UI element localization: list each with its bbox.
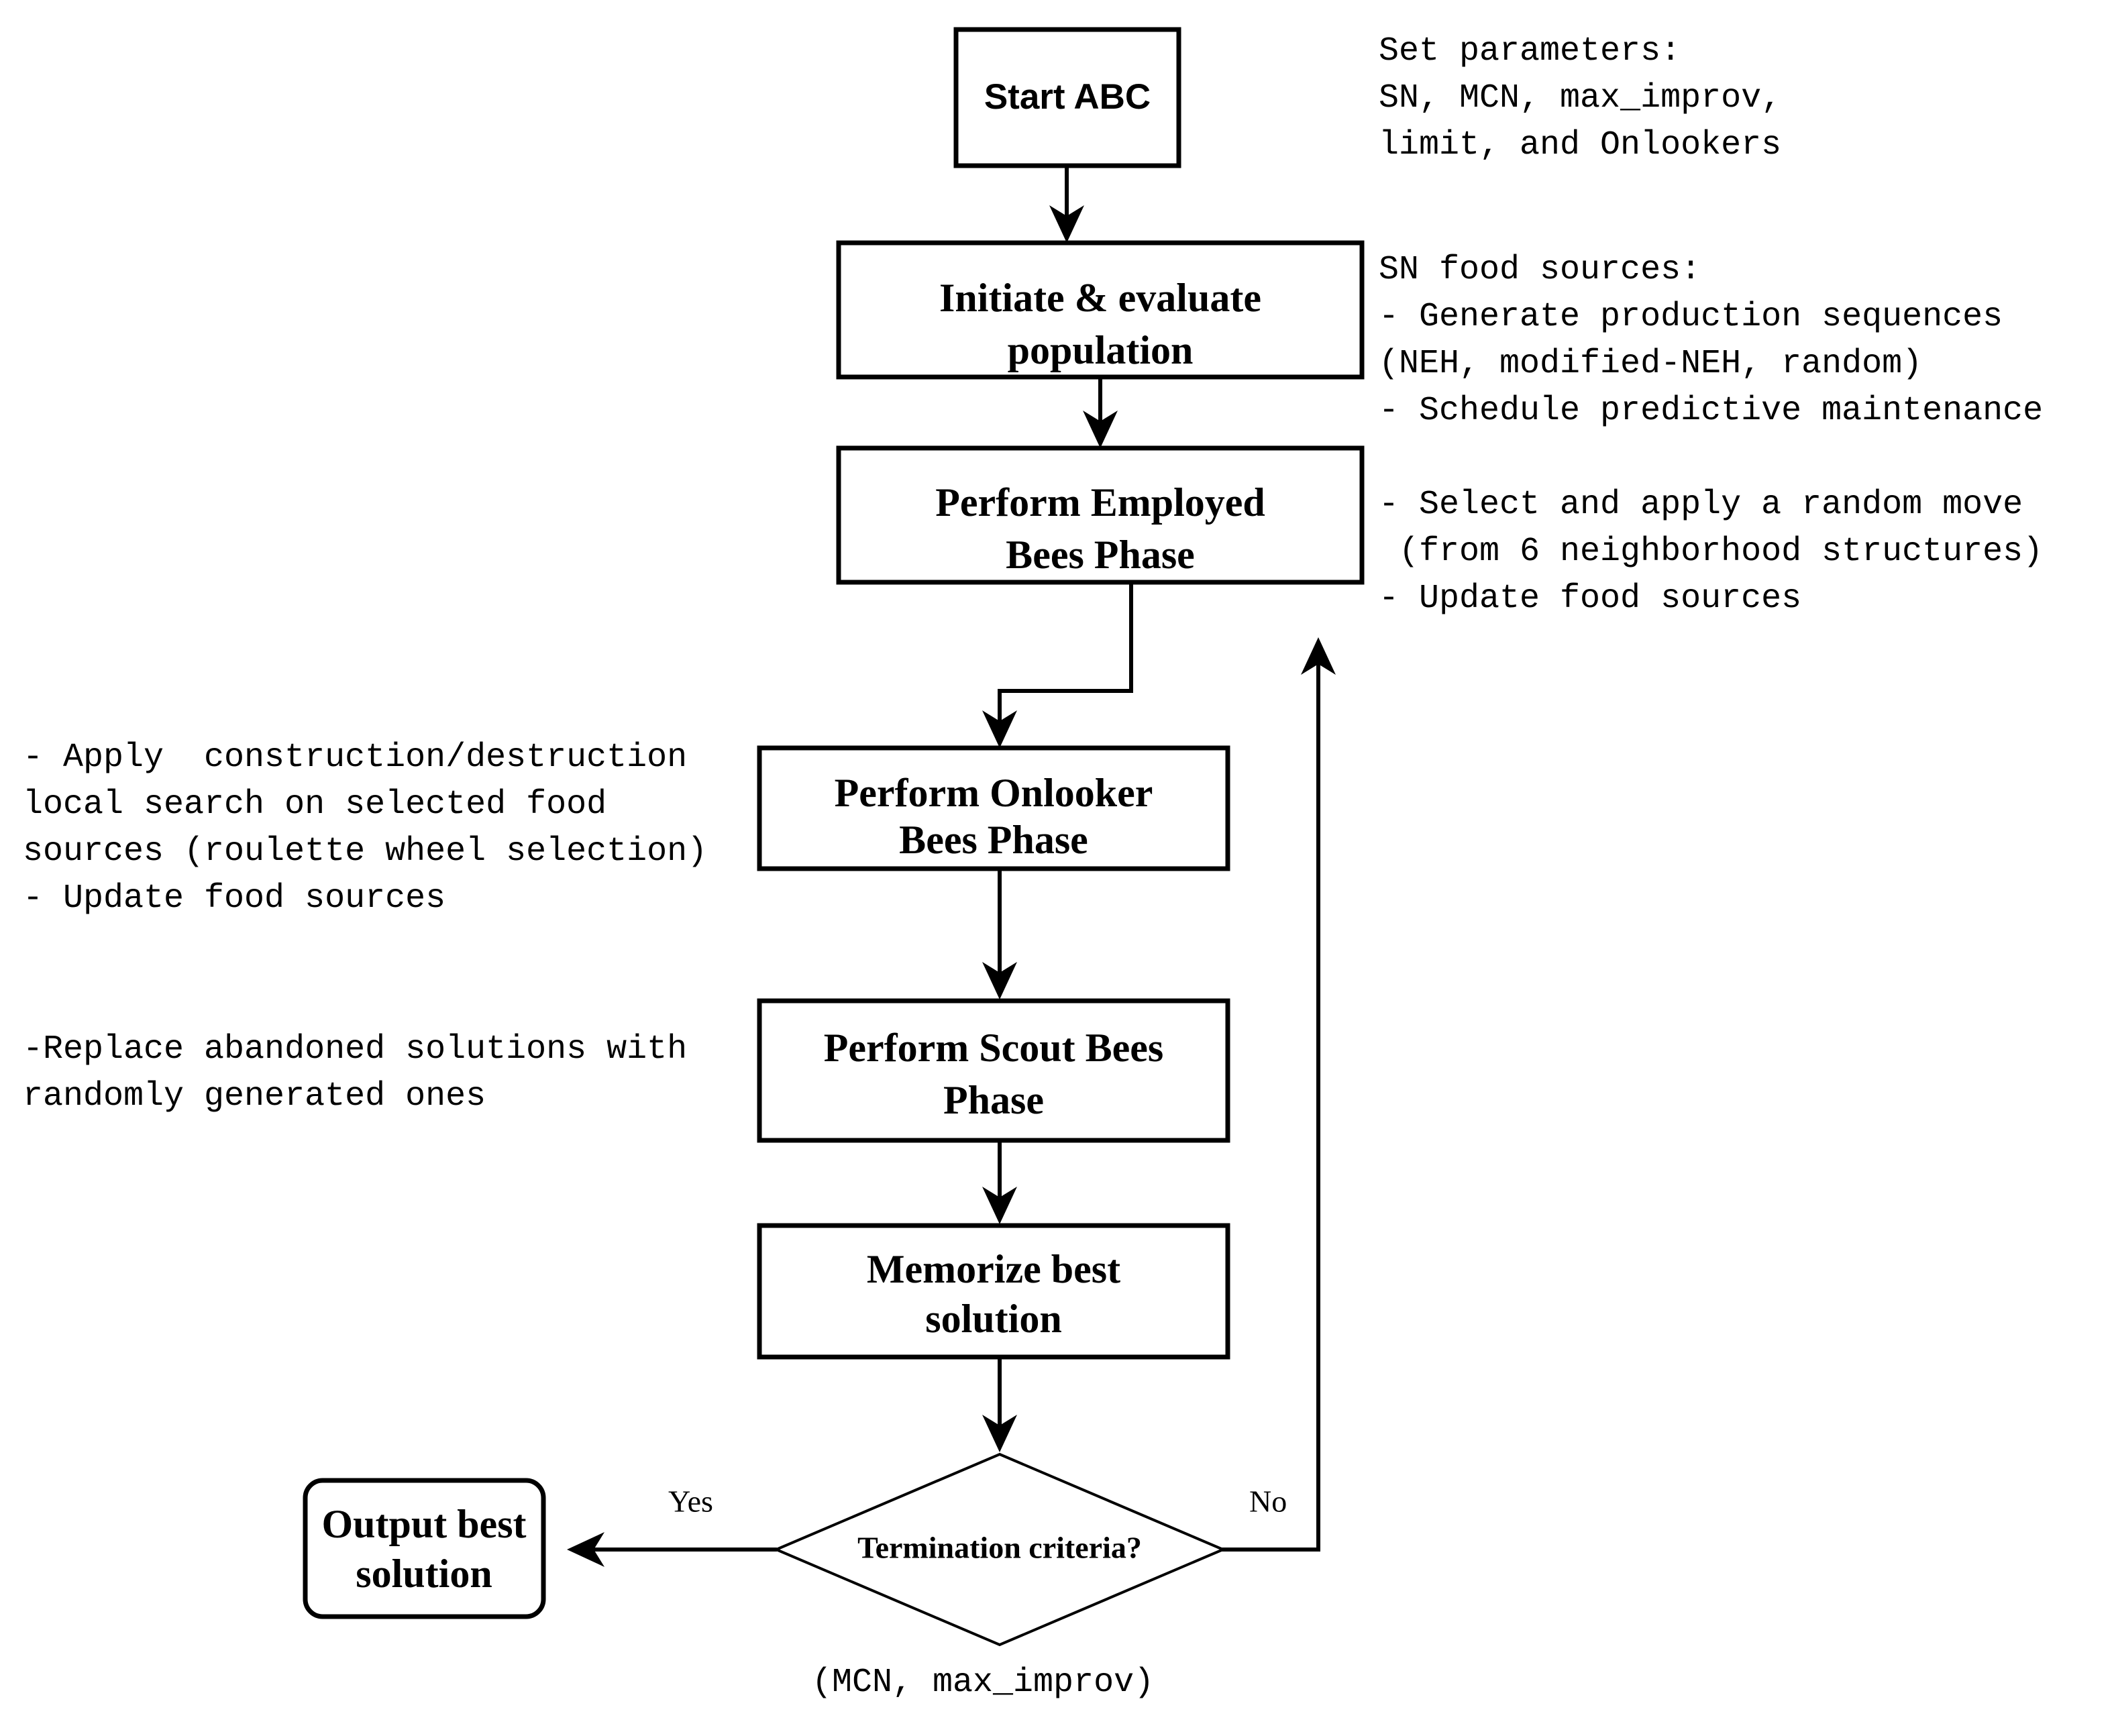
edge-decision-yes-to-output bbox=[567, 1532, 777, 1567]
node-initiate-label-line1: Initiate & evaluate bbox=[939, 276, 1261, 320]
node-memorize-label-line2: solution bbox=[925, 1297, 1061, 1341]
node-onlooker-label-line1: Perform Onlooker bbox=[835, 771, 1153, 815]
node-output-best-solution[interactable]: Output best solution bbox=[303, 1478, 546, 1619]
node-initiate-evaluate-population[interactable]: Initiate & evaluate population bbox=[836, 240, 1365, 380]
edge-start-to-initiate bbox=[1049, 166, 1084, 243]
node-scout-bees-phase[interactable]: Perform Scout Bees Phase bbox=[757, 998, 1230, 1143]
annotation-employed-bees-details: - Select and apply a random move (from 6… bbox=[1379, 486, 2044, 618]
decision-diamond-outline bbox=[772, 1452, 1227, 1647]
node-onlooker-label-line2: Bees Phase bbox=[899, 818, 1088, 862]
node-employed-bees-phase[interactable]: Perform Employed Bees Phase bbox=[836, 445, 1365, 585]
annotation-decision-caption: (MCN, max_improv) bbox=[812, 1664, 1155, 1702]
node-employed-label-line2: Bees Phase bbox=[1006, 533, 1195, 577]
node-start[interactable]: Start ABC bbox=[953, 27, 1181, 168]
edge-employed-to-onlooker bbox=[982, 582, 1133, 748]
node-scout-label-line1: Perform Scout Bees bbox=[824, 1026, 1163, 1070]
node-onlooker-bees-phase[interactable]: Perform Onlooker Bees Phase bbox=[757, 745, 1230, 871]
annotation-start-parameters: Set parameters: SN, MCN, max_improv, lim… bbox=[1379, 32, 1782, 164]
node-employed-label-line1: Perform Employed bbox=[935, 480, 1265, 525]
edge-memorize-to-decision bbox=[982, 1357, 1017, 1452]
node-output-label-line2: solution bbox=[356, 1552, 492, 1596]
node-memorize-label-line1: Memorize best bbox=[867, 1247, 1120, 1291]
node-initiate-label-line2: population bbox=[1008, 328, 1194, 372]
annotation-scout-bees-details: -Replace abandoned solutions with random… bbox=[23, 1030, 688, 1116]
edge-label-no: No bbox=[1249, 1484, 1287, 1519]
edge-initiate-to-employed bbox=[1083, 376, 1118, 448]
node-output-label-line1: Output best bbox=[321, 1502, 526, 1546]
node-decision-label: Termination criteria? bbox=[857, 1531, 1142, 1565]
edge-scout-to-memorize bbox=[982, 1140, 1017, 1224]
node-memorize-best-solution[interactable]: Memorize best solution bbox=[757, 1223, 1230, 1360]
annotation-onlooker-bees-details: - Apply construction/destruction local s… bbox=[23, 739, 708, 918]
edge-label-yes: Yes bbox=[668, 1484, 713, 1519]
node-start-label: Start ABC bbox=[984, 77, 1151, 117]
node-scout-label-line2: Phase bbox=[943, 1078, 1044, 1122]
annotation-initiate-food-sources: SN food sources: - Generate production s… bbox=[1379, 251, 2044, 430]
edge-onlooker-to-scout bbox=[982, 869, 1017, 999]
node-decision-termination-criteria[interactable]: Termination criteria? bbox=[772, 1452, 1227, 1647]
